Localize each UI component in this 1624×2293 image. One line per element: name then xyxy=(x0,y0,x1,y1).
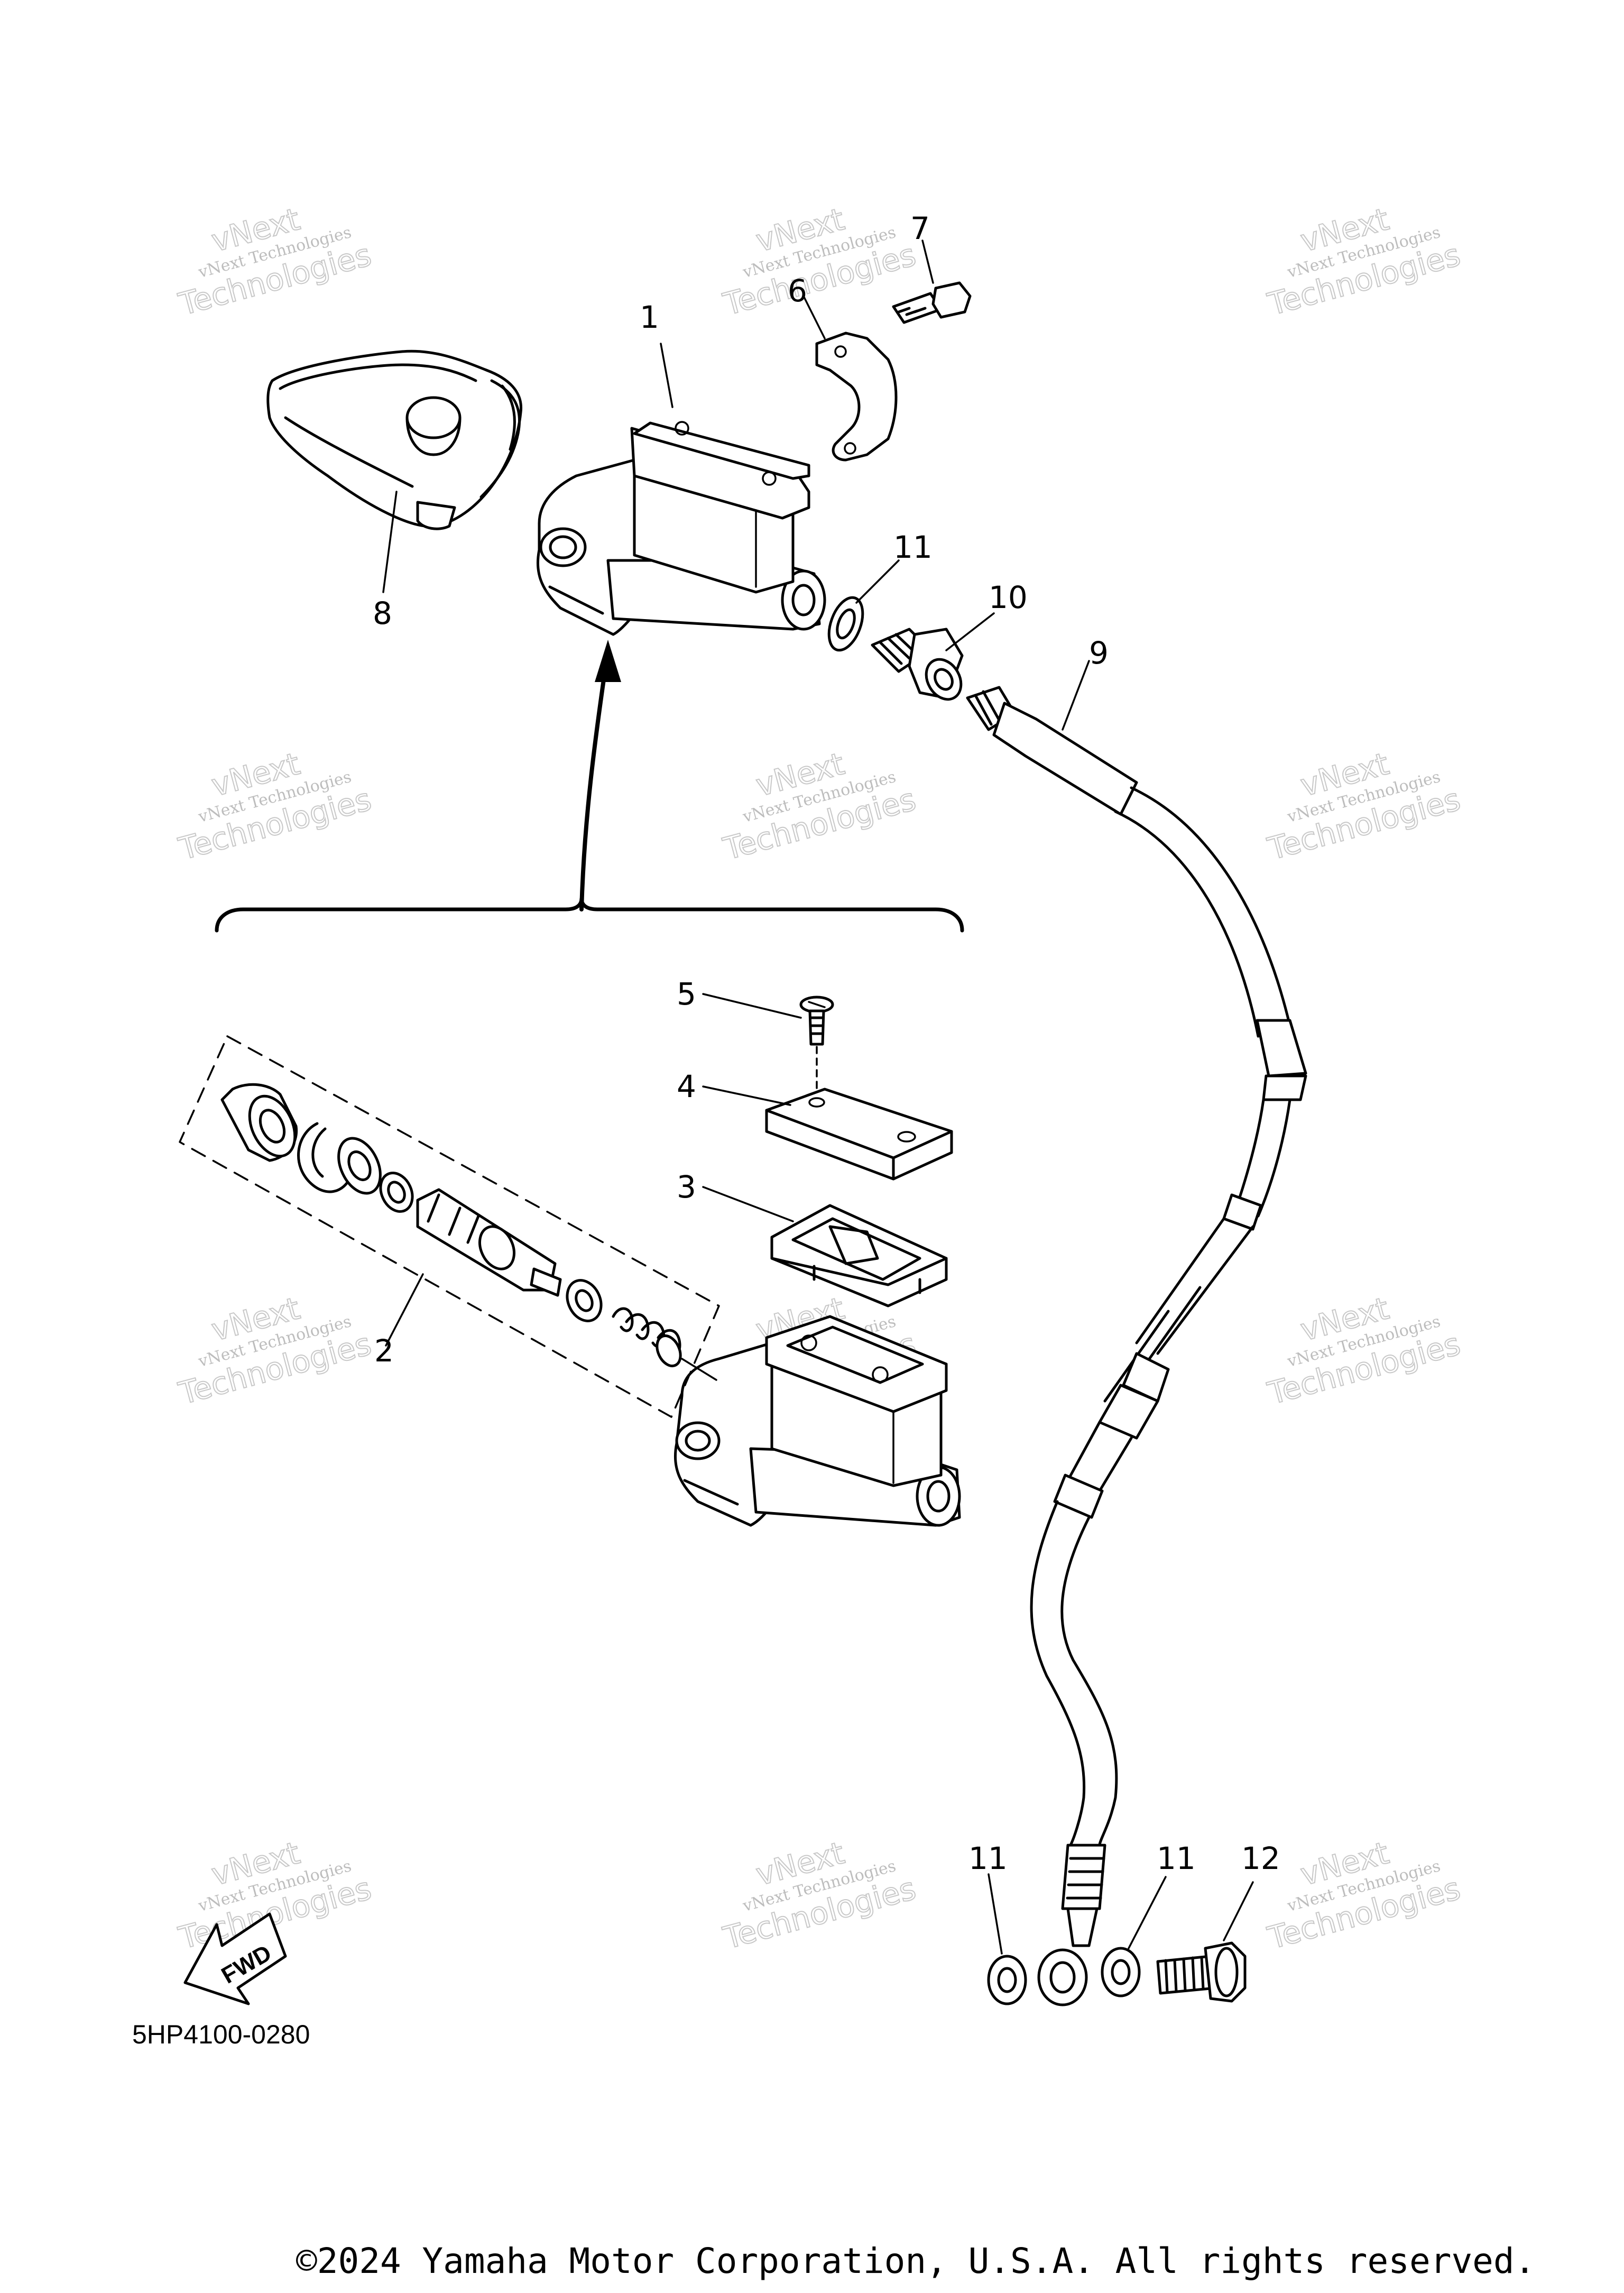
screw-part-5 xyxy=(702,993,834,1101)
callout-3: 3 xyxy=(677,1169,696,1205)
callout-2: 2 xyxy=(374,1333,394,1369)
detail-bracket xyxy=(215,640,964,933)
washer-part-11-left xyxy=(987,1873,1027,2005)
fitting-part-10 xyxy=(871,612,995,701)
master-cylinder-part-1 xyxy=(536,343,826,636)
callout-8: 8 xyxy=(373,595,392,631)
callout-4: 4 xyxy=(677,1069,696,1104)
callout-12: 12 xyxy=(1241,1840,1280,1876)
cap-part-4 xyxy=(702,1085,953,1181)
holder-part-6 xyxy=(802,295,898,462)
washer-part-11-top xyxy=(827,559,900,652)
banjo-fitting xyxy=(1037,1948,1088,2006)
callout-11-left: 11 xyxy=(968,1840,1008,1876)
callout-11-right: 11 xyxy=(1157,1840,1196,1876)
callout-10: 10 xyxy=(989,579,1028,615)
callout-7: 7 xyxy=(910,210,930,246)
lever-guard-part-8 xyxy=(266,349,523,593)
callout-5: 5 xyxy=(677,976,696,1012)
bolt-part-7 xyxy=(892,240,972,324)
callout-11-top: 11 xyxy=(893,529,933,565)
master-cylinder-body-detail xyxy=(673,1315,961,1527)
washer-part-11-right xyxy=(1101,1876,1167,1997)
union-bolt-part-12 xyxy=(1156,1881,1254,2003)
diagram-code: 5HP4100-0280 xyxy=(132,2020,310,2049)
callout-6: 6 xyxy=(788,273,807,309)
copyright-notice: ©2024 Yamaha Motor Corporation, U.S.A. A… xyxy=(296,2241,1536,2281)
callout-1: 1 xyxy=(640,299,659,335)
cylinder-kit-part-2 xyxy=(179,1035,720,1418)
brake-hose-part-9 xyxy=(966,660,1307,1947)
diaphragm-part-3 xyxy=(702,1186,948,1307)
callout-9: 9 xyxy=(1089,635,1109,671)
